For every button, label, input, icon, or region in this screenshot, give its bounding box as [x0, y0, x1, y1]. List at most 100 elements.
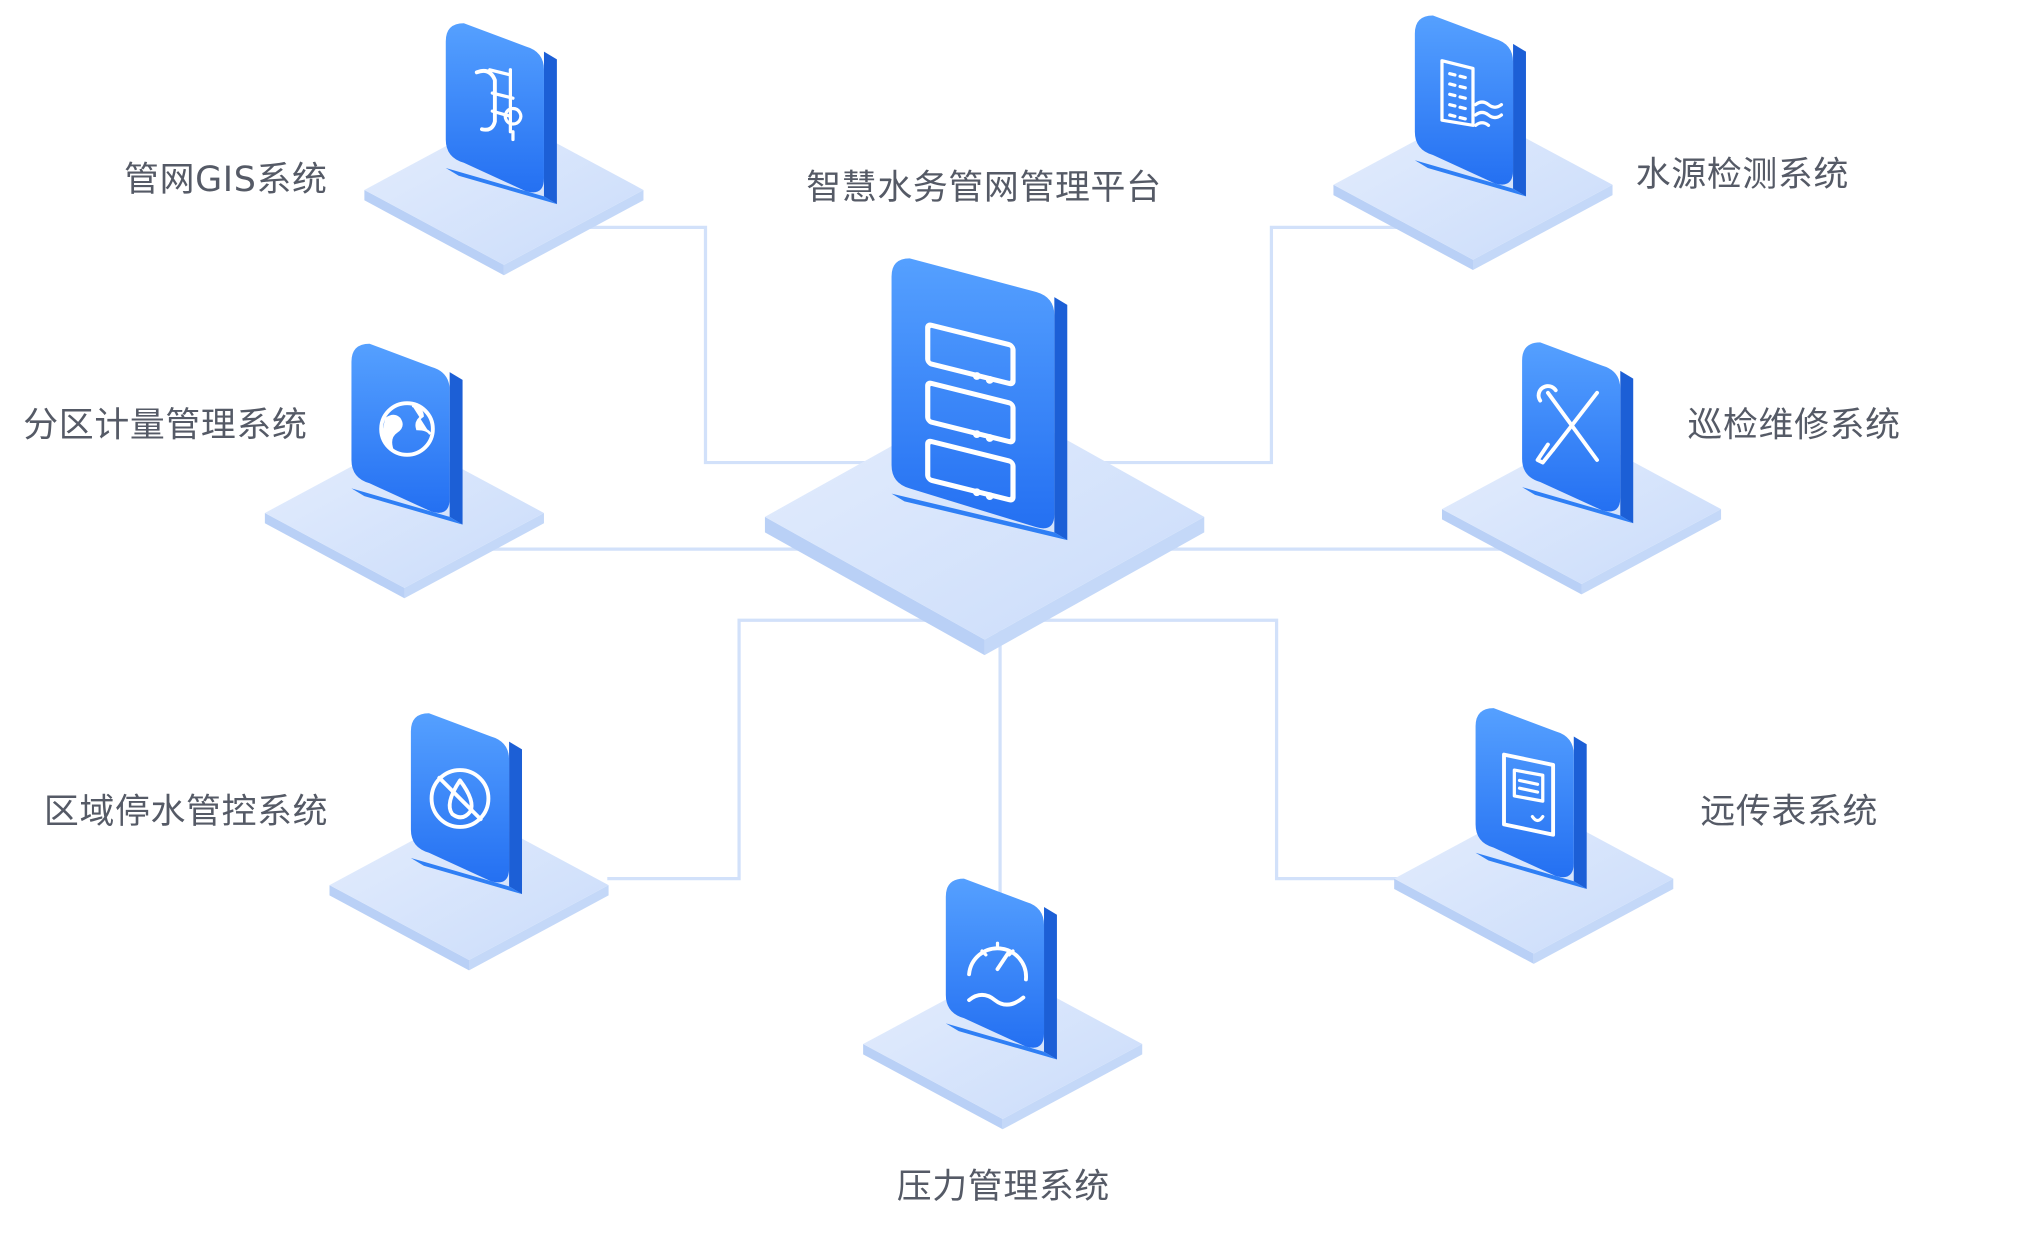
connector-line	[1033, 618, 1399, 881]
tile-side	[1533, 878, 1674, 964]
meter-body	[1502, 752, 1556, 837]
icon-block-bottom	[410, 857, 523, 895]
water-source-system-node[interactable]	[1333, 15, 1613, 271]
continents	[381, 404, 432, 450]
gis-system-label: 管网GIS系统	[124, 160, 328, 201]
pressure-system-label: 压力管理系统	[896, 1166, 1110, 1207]
connector-line	[1072, 225, 1406, 465]
server-unit	[925, 438, 1016, 503]
tile-top	[329, 810, 609, 961]
platform-node[interactable]	[764, 258, 1205, 656]
icon-block-face	[945, 878, 1045, 1048]
icon-block-side	[1044, 907, 1057, 1060]
no-water-icon	[429, 768, 491, 829]
tile-side	[469, 885, 609, 971]
server-led	[972, 430, 981, 439]
icon-block-bottom	[1414, 160, 1526, 197]
tile-side	[1394, 878, 1534, 964]
icon-block-side	[1620, 370, 1634, 524]
icon-block-side	[1054, 297, 1068, 541]
tile-side	[1441, 509, 1582, 595]
tile-top	[1333, 109, 1613, 260]
icon-block-side	[1573, 736, 1587, 889]
icon-block-side	[543, 51, 557, 205]
screwdriver	[1551, 390, 1599, 452]
remote-meter-system-label: 远传表系统	[1700, 792, 1879, 833]
tile-side	[364, 189, 504, 276]
pipe-path	[474, 68, 497, 132]
window	[1448, 113, 1467, 121]
pressure-system-node[interactable]	[863, 878, 1143, 1130]
water-source-system-label: 水源检测系统	[1635, 155, 1849, 196]
dma-metering-system-node[interactable]	[264, 343, 544, 599]
gauge-ticks	[980, 941, 1015, 957]
screwdriver-grip	[1535, 442, 1556, 465]
server-led	[985, 376, 994, 384]
building	[1440, 59, 1475, 127]
server-unit	[925, 380, 1016, 445]
window	[1448, 103, 1467, 111]
tile-side	[764, 516, 985, 656]
server-rack-icon	[925, 322, 1016, 503]
meter-display	[1512, 768, 1545, 803]
remote-meter-system-node[interactable]	[1394, 708, 1674, 964]
platform-label: 智慧水务管网管理平台	[806, 167, 1162, 209]
icon-block-bottom	[945, 1023, 1057, 1060]
patrol-maintenance-system-label: 巡检维修系统	[1687, 405, 1901, 446]
tile-side	[984, 516, 1205, 656]
icon-block-face	[1414, 15, 1514, 185]
water-wave	[967, 992, 1026, 1007]
tile-top	[863, 969, 1143, 1119]
dma-metering-system-label: 分区计量管理系统	[23, 405, 308, 446]
icon-block-bottom	[891, 493, 1068, 541]
server-led	[985, 434, 994, 442]
building-water-icon	[1440, 59, 1504, 127]
icon-block-bottom	[445, 167, 557, 205]
icon-block-bottom	[351, 488, 463, 525]
tile-top	[264, 438, 544, 588]
gis-system-node[interactable]	[364, 23, 644, 276]
tile-side	[329, 885, 470, 971]
globe-icon	[379, 401, 435, 457]
window	[1448, 92, 1467, 100]
connector-lines	[480, 225, 1510, 905]
pin-path	[503, 107, 523, 142]
water-drop	[447, 778, 474, 820]
globe-ring	[379, 401, 435, 457]
tile-top	[1394, 803, 1674, 954]
server-unit	[925, 322, 1016, 387]
gauge-arc	[967, 946, 1028, 982]
icon-block-bottom	[1522, 487, 1634, 524]
water-shutoff-system-label: 区域停水管控系统	[43, 792, 329, 833]
icon-block-bottom	[1475, 852, 1587, 889]
icon-block-side	[1513, 43, 1526, 197]
prohibit-slash	[437, 775, 483, 822]
connector-line	[607, 618, 931, 881]
water-shutoff-system-node[interactable]	[329, 713, 609, 971]
pipeline-map-icon	[474, 68, 523, 142]
icon-block-side	[449, 372, 463, 525]
prohibit-ring	[429, 768, 491, 829]
gauge-icon	[967, 941, 1028, 1007]
server-led	[972, 372, 981, 380]
waves	[1473, 100, 1504, 127]
gauge-needle	[995, 951, 1010, 972]
tile-side	[1002, 1044, 1143, 1130]
patrol-maintenance-system-node[interactable]	[1441, 342, 1722, 595]
server-led	[985, 492, 994, 501]
tile-side	[1472, 184, 1613, 271]
tile-side	[863, 1044, 1003, 1130]
meter-signal	[1530, 814, 1545, 823]
meter-icon	[1502, 752, 1556, 837]
connector-line	[581, 225, 905, 465]
wrench-head	[1536, 384, 1558, 403]
tile-side	[404, 512, 544, 599]
tile-side	[1333, 184, 1473, 271]
window	[1448, 82, 1467, 90]
icon-block-side	[509, 741, 523, 895]
tile-side	[264, 512, 405, 599]
tools-icon	[1535, 384, 1599, 465]
tile-side	[1581, 509, 1722, 595]
